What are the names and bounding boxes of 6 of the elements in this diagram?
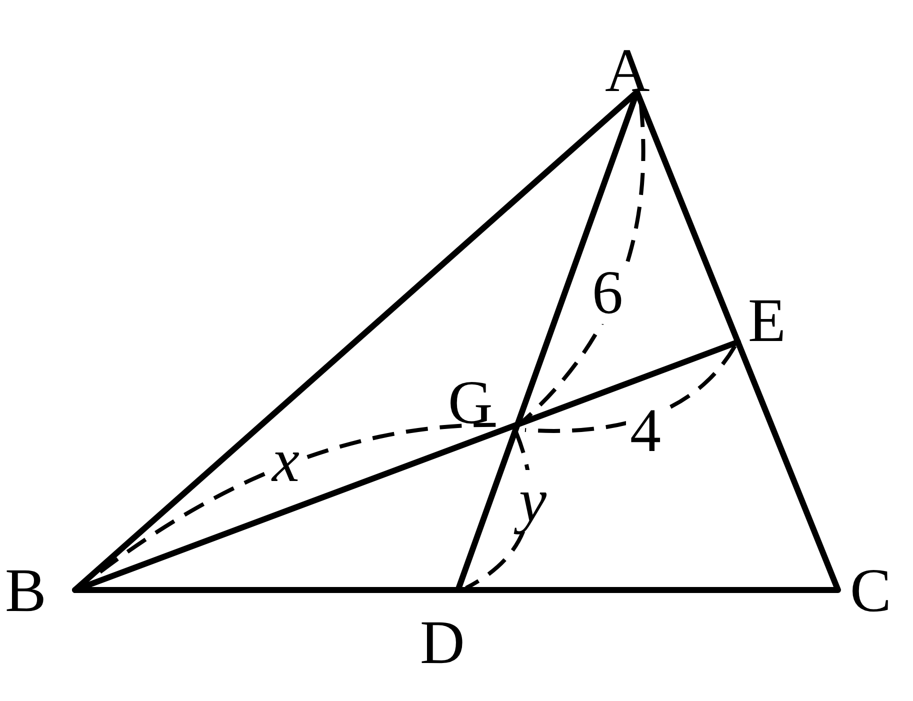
point-label: D: [420, 612, 465, 674]
point-label: B: [5, 560, 46, 622]
point-label: E: [748, 290, 786, 352]
point-label: G: [448, 372, 493, 434]
point-label: A: [605, 40, 650, 102]
point-label: C: [850, 560, 892, 622]
